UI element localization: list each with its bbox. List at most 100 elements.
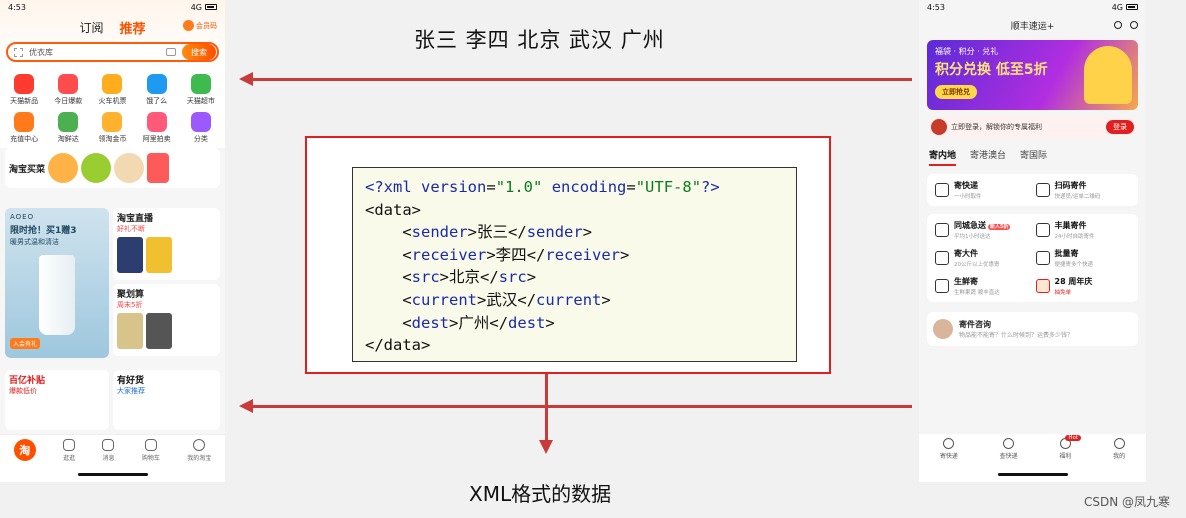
service-item[interactable]: 寄快递一小时取件 bbox=[935, 180, 1030, 200]
service-text: 28 周年庆抽免单 bbox=[1055, 276, 1093, 296]
code-token: sender bbox=[412, 223, 468, 241]
service-item[interactable]: 批量寄便捷寄多个快递 bbox=[1036, 248, 1131, 268]
shortcut-icon bbox=[147, 112, 167, 132]
goodhuo-card[interactable]: 有好货 大家推荐 bbox=[113, 370, 220, 430]
shortcut-icon bbox=[58, 74, 78, 94]
product-image bbox=[146, 237, 172, 273]
tabbar-send[interactable]: 寄快递 bbox=[940, 438, 958, 482]
tab-international[interactable]: 寄国际 bbox=[1020, 148, 1047, 166]
shortcut-item[interactable]: 阿里拍卖 bbox=[135, 112, 179, 144]
shortcut-item[interactable]: 今日爆款 bbox=[46, 74, 90, 106]
mascot-image bbox=[1084, 46, 1132, 104]
aoeo-ad-card[interactable]: AOEO 限时抢！买1赠3 暖男式温和清洁 入会有礼 bbox=[5, 208, 109, 358]
service-item[interactable]: 28 周年庆抽免单 bbox=[1036, 276, 1131, 296]
sf-tabbar: 寄快递 查快递 Hot福利 我的 bbox=[919, 434, 1146, 482]
product-image bbox=[39, 255, 75, 335]
tabbar-my-taobao[interactable]: 我的淘宝 bbox=[187, 439, 211, 462]
service-name-text: 同城急送 bbox=[954, 221, 986, 230]
member-code-button[interactable]: 会员码 bbox=[183, 20, 217, 31]
scan-icon[interactable] bbox=[14, 48, 23, 57]
sf-login-bar[interactable]: 立即登录，解锁你的专属福利 登录 bbox=[927, 116, 1138, 138]
juhuasuan-card[interactable]: 聚划算 周末5折 bbox=[113, 284, 220, 356]
code-token: ?> bbox=[701, 178, 720, 196]
shortcut-item[interactable]: 充值中心 bbox=[2, 112, 46, 144]
xml-root-close: </data> bbox=[365, 334, 796, 357]
xml-receiver-line: <receiver>李四</receiver> bbox=[365, 244, 796, 267]
shortcut-item[interactable]: 天猫超市 bbox=[179, 74, 223, 106]
taobao-shortcut-grid: 天猫新品今日爆款火车机票饿了么天猫超市充值中心淘鲜达领淘金币阿里拍卖分类 bbox=[0, 68, 225, 148]
bybt-card[interactable]: 百亿补贴 爆款低价 bbox=[5, 370, 109, 430]
network-label: 4G bbox=[191, 3, 202, 12]
sf-consult-card[interactable]: 寄件咨询 物品能不能寄？什么时候到？运费多少钱？ bbox=[927, 312, 1138, 346]
service-text: 生鲜寄生鲜果蔬 顺丰直达 bbox=[954, 276, 1000, 296]
search-input[interactable]: 优衣库 bbox=[29, 47, 160, 58]
tab-subscribe[interactable]: 订阅 bbox=[79, 19, 103, 36]
feed-right-column: 淘宝直播 好礼不断 聚划算 周末5折 bbox=[113, 208, 220, 358]
tab-recommend[interactable]: 推荐 bbox=[120, 18, 146, 37]
service-desc: 20公斤以上优惠寄 bbox=[954, 260, 1000, 268]
tabbar-label: 寄快递 bbox=[940, 451, 958, 460]
taobao-feed: AOEO 限时抢！买1赠3 暖男式温和清洁 入会有礼 淘宝直播 好礼不断 聚划算… bbox=[5, 208, 220, 358]
service-name: 28 周年庆 bbox=[1055, 276, 1093, 287]
shortcut-item[interactable]: 领淘金币 bbox=[90, 112, 134, 144]
tabbar-guangguang[interactable]: 逛逛 bbox=[63, 439, 75, 462]
shortcut-label: 今日爆款 bbox=[54, 96, 82, 106]
arrow-to-left-bottom bbox=[251, 405, 912, 408]
shortcut-item[interactable]: 淘鲜达 bbox=[46, 112, 90, 144]
ad-headline: 限时抢！买1赠3 bbox=[10, 223, 104, 236]
xml-frame: <?xml version="1.0" encoding="UTF-8"?> <… bbox=[305, 136, 831, 374]
xml-root-open: <data> bbox=[365, 199, 796, 222]
target-icon[interactable] bbox=[1130, 21, 1138, 29]
tabbar-messages[interactable]: 消息 bbox=[102, 439, 114, 462]
xml-receiver-value: 李四 bbox=[496, 246, 527, 264]
tab-mainland[interactable]: 寄内地 bbox=[929, 148, 956, 166]
shortcut-item[interactable]: 火车机票 bbox=[90, 74, 134, 106]
service-desc: 一小时取件 bbox=[954, 192, 982, 200]
search-button[interactable]: 搜索 bbox=[182, 44, 216, 60]
shortcut-icon bbox=[58, 112, 78, 132]
service-item[interactable]: 扫码寄件快递员/运单二维码 bbox=[1036, 180, 1131, 200]
code-token: current bbox=[412, 291, 477, 309]
status-bar: 4:53 4G bbox=[0, 0, 225, 14]
service-item[interactable]: 同城急送新人5折平均1小时送达 bbox=[935, 220, 1030, 240]
service-name-text: 生鲜寄 bbox=[954, 277, 978, 286]
hot-badge: Hot bbox=[1065, 435, 1081, 441]
live-card[interactable]: 淘宝直播 好礼不断 bbox=[113, 208, 220, 280]
service-icon bbox=[1036, 183, 1050, 197]
maicai-card[interactable]: 淘宝买菜 bbox=[5, 148, 220, 188]
shortcut-label: 阿里拍卖 bbox=[143, 134, 171, 144]
search-bar[interactable]: 优衣库 搜索 bbox=[6, 42, 219, 62]
fruit-image bbox=[81, 153, 111, 183]
home-indicator bbox=[998, 473, 1068, 476]
tab-hk-macao-taiwan[interactable]: 寄港澳台 bbox=[970, 148, 1006, 166]
status-icons: 4G bbox=[191, 3, 217, 12]
tabbar-cart[interactable]: 购物车 bbox=[142, 439, 160, 462]
login-button[interactable]: 登录 bbox=[1106, 120, 1134, 134]
sf-express-app-screenshot: 4:53 4G 顺丰速运+ 福袋 · 积分 · 兑礼 积分兑换 低至5折 立即抢… bbox=[919, 0, 1146, 482]
camera-icon[interactable] bbox=[166, 48, 176, 56]
code-token: <?xml bbox=[365, 178, 412, 196]
tabbar-mine[interactable]: 我的 bbox=[1113, 438, 1125, 482]
redpacket-image bbox=[147, 153, 169, 183]
service-item[interactable]: 生鲜寄生鲜果蔬 顺丰直达 bbox=[935, 276, 1030, 296]
tabbar-home[interactable]: 淘 bbox=[14, 439, 36, 461]
more-icon[interactable] bbox=[1114, 21, 1122, 29]
send-icon bbox=[943, 438, 954, 449]
member-code-label: 会员码 bbox=[196, 21, 217, 31]
sf-banner[interactable]: 福袋 · 积分 · 兑礼 积分兑换 低至5折 立即抢兑 bbox=[927, 40, 1138, 110]
xml-declaration: <?xml version="1.0" encoding="UTF-8"?> bbox=[365, 176, 796, 199]
service-name-text: 寄快递 bbox=[954, 181, 978, 190]
banner-button[interactable]: 立即抢兑 bbox=[935, 85, 977, 99]
avatar bbox=[931, 119, 947, 135]
shortcut-item[interactable]: 分类 bbox=[179, 112, 223, 144]
shortcut-item[interactable]: 饿了么 bbox=[135, 74, 179, 106]
shortcut-label: 天猫超市 bbox=[187, 96, 215, 106]
taobao-logo-icon: 淘 bbox=[14, 439, 36, 461]
service-text: 同城急送新人5折平均1小时送达 bbox=[954, 220, 1010, 240]
shortcut-item[interactable]: 天猫新品 bbox=[2, 74, 46, 106]
xml-src-line: <src>北京</src> bbox=[365, 266, 796, 289]
service-name: 同城急送新人5折 bbox=[954, 220, 1010, 231]
